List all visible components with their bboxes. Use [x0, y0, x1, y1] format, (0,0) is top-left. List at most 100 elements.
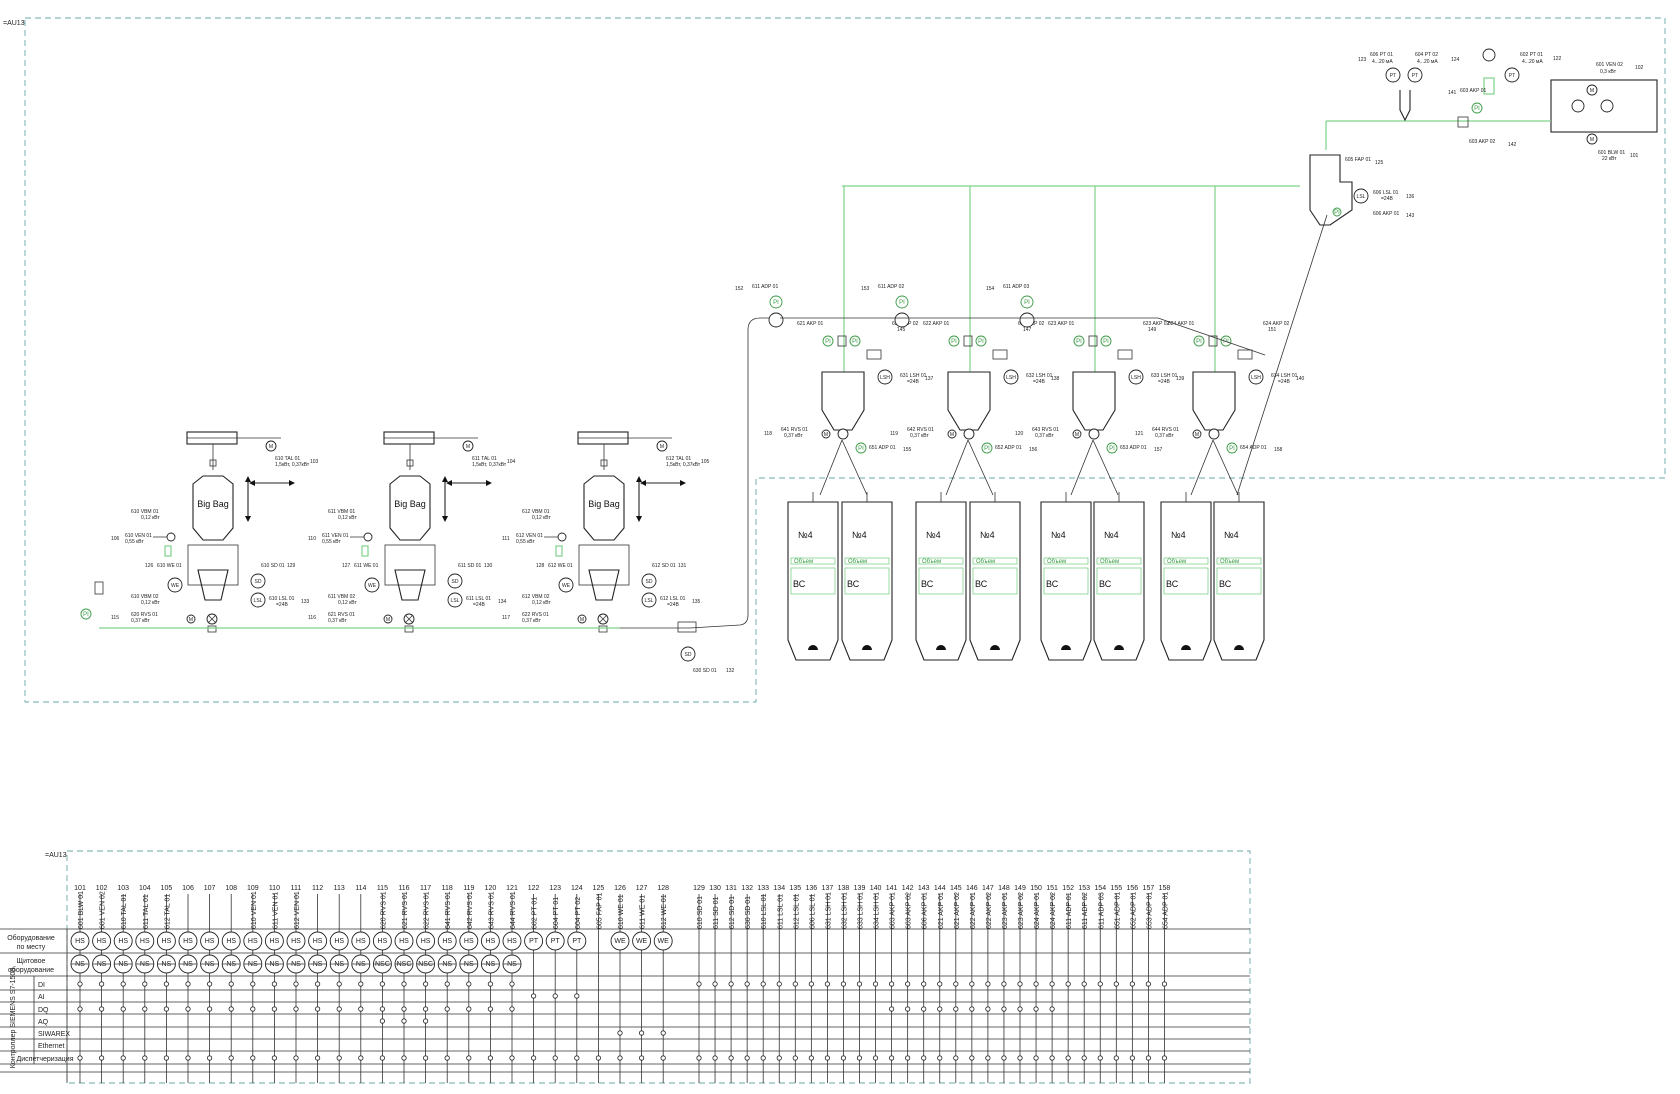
bin-volume-label: Объем: [1167, 559, 1186, 565]
rotary-valve: [837, 428, 849, 440]
lsl-bubble: [641, 592, 657, 608]
io-dot-dq: [250, 1006, 256, 1012]
sd-bubble: [250, 573, 266, 589]
field-bubble-text: HS: [356, 938, 366, 945]
sd-bottom-bubble-text: SD: [685, 652, 692, 658]
hopper-body: [1072, 371, 1116, 431]
rv-outlet: [404, 625, 414, 633]
field-bubble: [632, 931, 652, 951]
akp-bubble-2-text: PI: [1223, 339, 1229, 345]
pt1-tag: 606 PT 01: [1370, 52, 1393, 58]
row-label-field-0: Оборудование: [7, 934, 55, 942]
lsl-num: 136: [1406, 194, 1415, 200]
adp-bot-bubble: [981, 442, 993, 454]
field-bubble-text: HS: [183, 938, 193, 945]
sd-num: 129: [287, 563, 296, 569]
pt3-range: 4...20 мА: [1522, 59, 1543, 65]
rv-x2: [598, 614, 608, 624]
bc-box: [1216, 567, 1262, 595]
hook-block: [209, 459, 217, 467]
pt3-tag: 602 PT 01: [1520, 52, 1543, 58]
column-tag: 611 ADP 03: [1098, 892, 1105, 929]
column-number: 134: [773, 885, 785, 892]
sd-num: 131: [678, 563, 687, 569]
column-number: 146: [966, 885, 978, 892]
rvs-num: 115: [111, 615, 119, 621]
field-bubble: [351, 931, 371, 951]
panel-bubble-text: NS: [486, 961, 496, 968]
vbm2-power: 0,12 кВт: [338, 600, 357, 606]
io-dot-siwarex: [660, 1030, 666, 1036]
big-bag-label: Big Bag: [197, 499, 229, 509]
station-frame: [384, 544, 436, 586]
pt1-num: 123: [1358, 57, 1367, 63]
field-bubble-text: HS: [334, 938, 344, 945]
column-number: 147: [982, 885, 994, 892]
io-dot-di: [1065, 981, 1071, 987]
io-dot-dq: [888, 1006, 895, 1012]
column-number: 157: [1143, 885, 1155, 892]
column-tag: 610 VEN 01: [251, 891, 258, 929]
field-bubble: [545, 931, 565, 951]
diverter: [768, 312, 784, 328]
volume-band: [1043, 557, 1089, 565]
lsl-bubble: [250, 592, 266, 608]
hopper-body: [821, 371, 865, 431]
blw-motor-text: M: [1590, 137, 1594, 143]
bin-body: [915, 501, 967, 661]
lsh-bubble-text: LSH: [1006, 375, 1016, 381]
dispatch-dot: [728, 1055, 734, 1061]
dispatch-dot: [120, 1055, 126, 1061]
pt3-num: 122: [1553, 56, 1562, 62]
bin-bc-label: ВС: [1219, 579, 1232, 589]
panel-bubble-text: NSC: [375, 961, 390, 968]
adp-bot-bubble: [1226, 442, 1238, 454]
level-sensor-icon: [1114, 645, 1124, 650]
column-number: 108: [225, 885, 237, 892]
sd-tag: 612 SD 01: [652, 563, 676, 569]
lsl-bubble-text: LSL: [1357, 194, 1366, 200]
tal-power: 1,5кВт, 0,37кВт: [666, 462, 701, 468]
dispatch-dot: [696, 1055, 702, 1061]
column-tag: 651 ADP 01: [1114, 892, 1121, 929]
dispatch-dot: [552, 1055, 558, 1061]
column-number: 107: [204, 885, 216, 892]
rvs-power: 0,37 кВт: [1035, 433, 1054, 439]
bin-bc-label: ВС: [1166, 579, 1179, 589]
adp-bot-num: 157: [1154, 447, 1163, 453]
dispatch-dot: [1113, 1055, 1119, 1061]
dispatch-dot: [744, 1055, 750, 1061]
io-label-siwarex: SIWAREX: [38, 1031, 70, 1038]
lsh-bubble: [1128, 369, 1144, 385]
field-bubble-text: HS: [507, 938, 517, 945]
we-tag: 611 WE 01: [354, 563, 379, 569]
dispatch-dot: [185, 1055, 191, 1061]
vbm1-power: 0,12 кВт: [532, 515, 551, 521]
io-dot-dq: [953, 1006, 959, 1012]
io-dot-ai: [530, 993, 537, 999]
transport-line: [780, 317, 1266, 356]
dispatch-dot: [595, 1055, 602, 1061]
io-dot-di: [487, 981, 493, 987]
blw-tag: 601 BLW 01: [1598, 150, 1625, 156]
dispatch-dot: [228, 1055, 234, 1061]
dispatch-dot: [1049, 1055, 1055, 1061]
field-bubble-text: HS: [226, 938, 236, 945]
panel-bubble-text: NS: [183, 961, 193, 968]
pt2-bubble: [1407, 67, 1423, 83]
io-dot-dq: [207, 1006, 213, 1012]
field-bubble-text: HS: [421, 938, 431, 945]
dispatch-dot: [985, 1055, 991, 1061]
